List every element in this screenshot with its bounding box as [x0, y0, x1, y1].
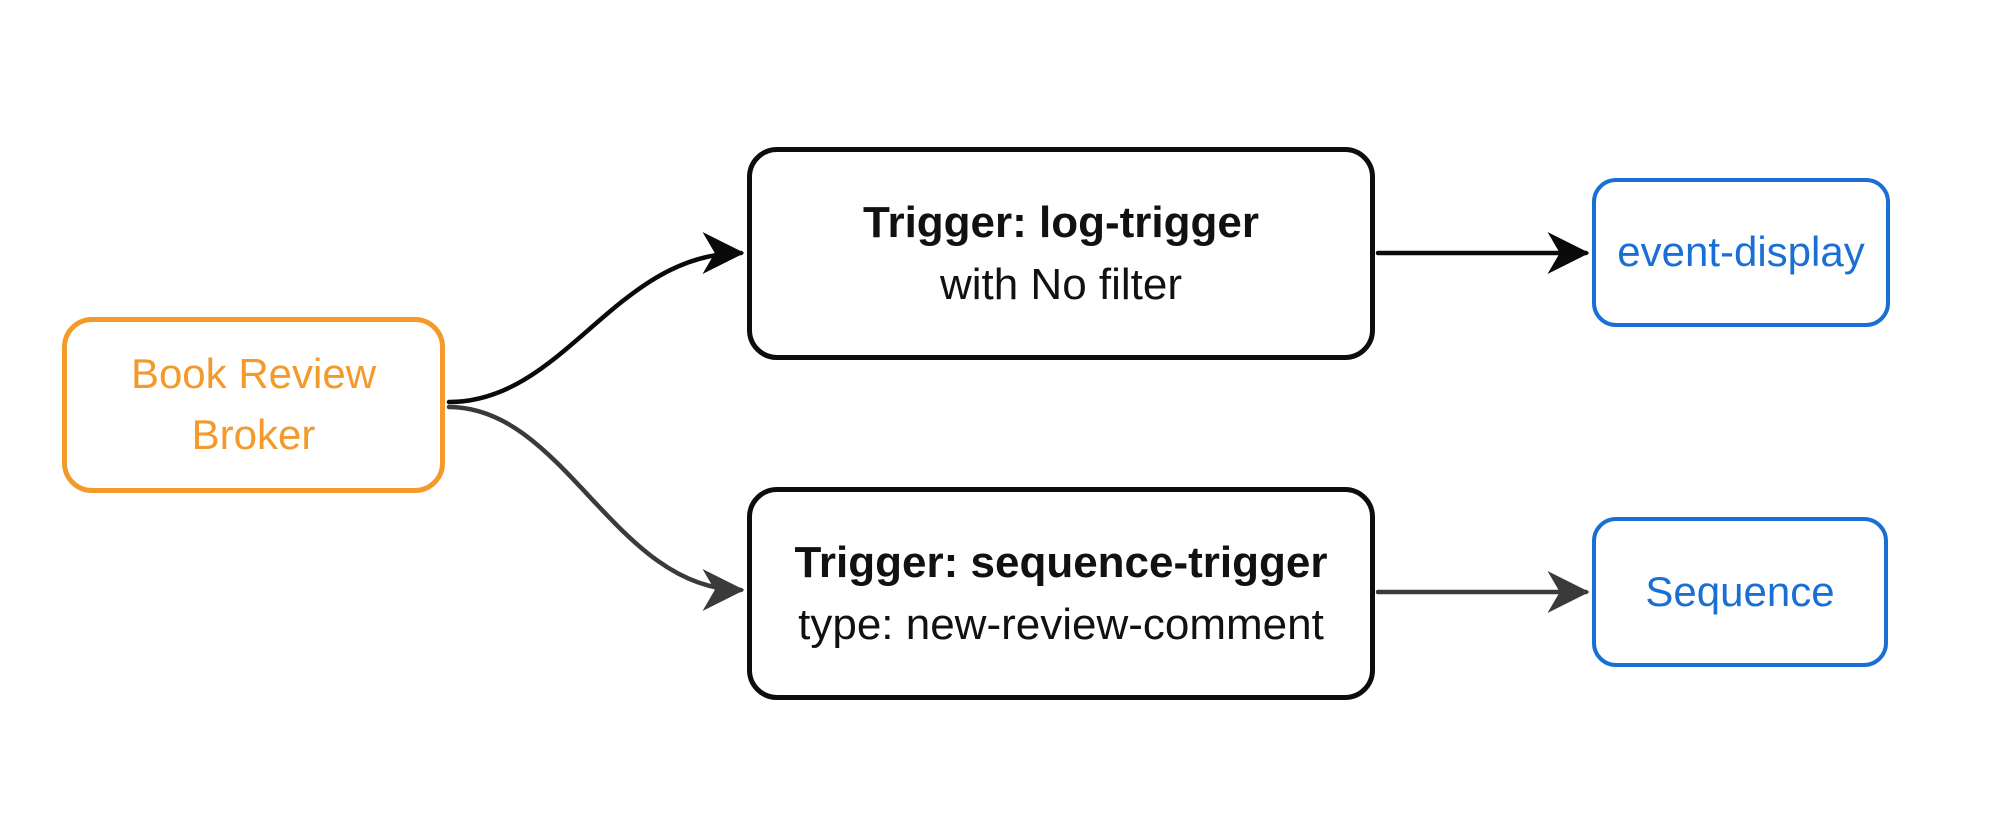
node-event-display: event-display: [1592, 178, 1890, 327]
node-subtitle-line: type: new-review-comment: [798, 599, 1324, 649]
node-sequence: Sequence: [1592, 517, 1888, 667]
node-log-trigger: Trigger: log-trigger with No filter: [747, 147, 1375, 360]
node-label-line: Book Review: [130, 350, 377, 398]
node-book-review-broker: Book Review Broker: [62, 317, 445, 493]
node-title-line: Trigger: log-trigger: [863, 197, 1259, 247]
node-label-line: Sequence: [1645, 567, 1835, 615]
node-label-line: Broker: [191, 411, 316, 458]
node-sequence-trigger: Trigger: sequence-trigger type: new-revi…: [747, 487, 1375, 700]
node-subtitle-line: with No filter: [939, 259, 1183, 309]
edge-broker-to-sequence-trigger: [446, 404, 745, 611]
node-title-line: Trigger: sequence-trigger: [794, 537, 1328, 587]
node-label-line: event-display: [1617, 228, 1865, 276]
edge-broker-to-log-trigger: [446, 232, 745, 405]
